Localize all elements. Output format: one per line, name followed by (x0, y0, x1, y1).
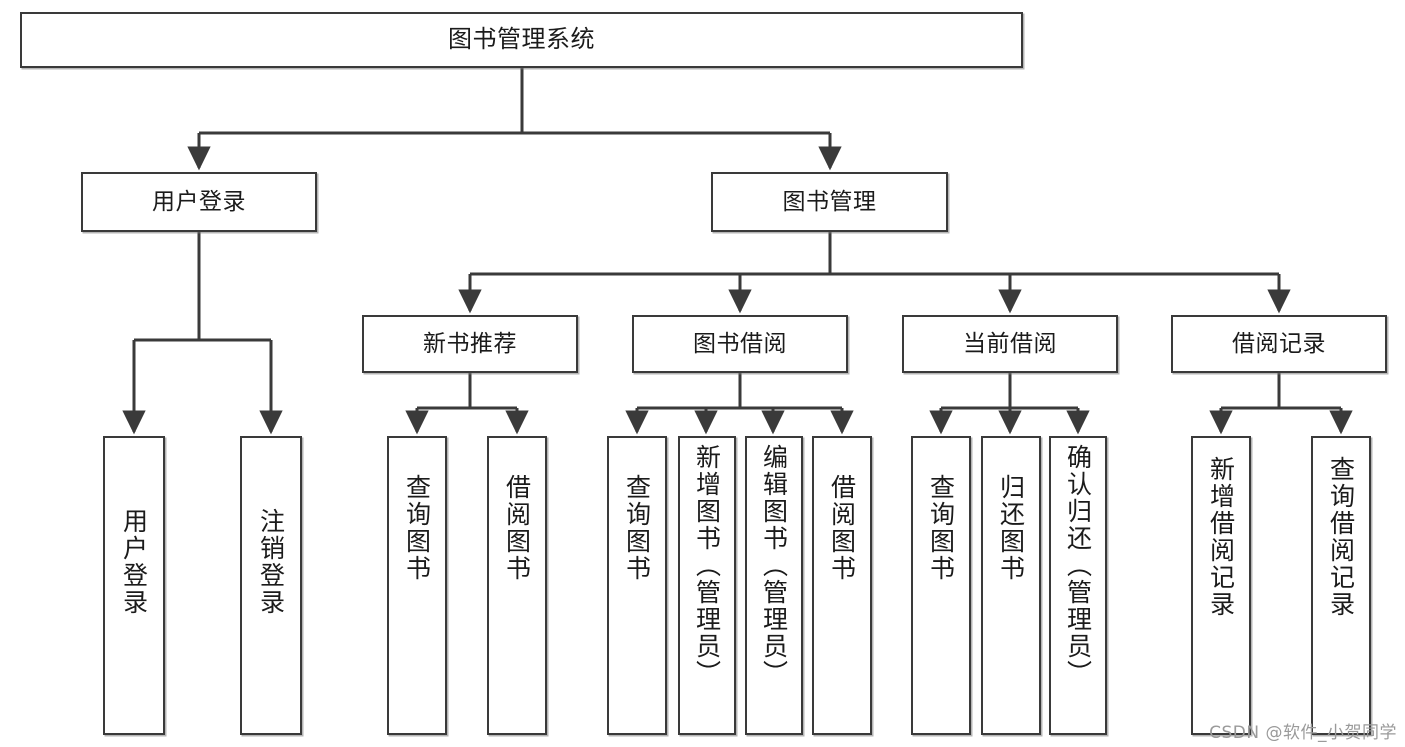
node-label: 当前借阅 (963, 330, 1057, 357)
node-leaf-add-borrow-record[interactable]: 新增借阅记录 (1191, 436, 1251, 735)
node-label: 新书推荐 (423, 330, 517, 357)
node-label: 查询图书 (622, 474, 652, 582)
node-leaf-confirm-return-admin[interactable]: 确认归还（管理员） (1049, 436, 1107, 735)
node-label: 注销登录 (256, 508, 286, 616)
node-book-management[interactable]: 图书管理 (711, 172, 948, 232)
node-leaf-query-book-borrow[interactable]: 查询图书 (607, 436, 667, 735)
node-label: 归还图书 (996, 474, 1026, 582)
node-leaf-logout[interactable]: 注销登录 (240, 436, 302, 735)
node-leaf-borrow-book[interactable]: 借阅图书 (812, 436, 872, 735)
node-leaf-edit-book-admin[interactable]: 编辑图书（管理员） (745, 436, 803, 735)
node-label: 用户登录 (119, 508, 149, 616)
node-label: 查询图书 (402, 474, 432, 582)
node-leaf-return-book[interactable]: 归还图书 (981, 436, 1041, 735)
node-label: 图书管理系统 (448, 25, 595, 54)
node-borrow-record[interactable]: 借阅记录 (1171, 315, 1387, 373)
node-label: 图书借阅 (693, 330, 787, 357)
node-label: 编辑图书（管理员） (759, 444, 789, 687)
node-label: 确认归还（管理员） (1063, 444, 1093, 687)
node-book-borrow[interactable]: 图书借阅 (632, 315, 848, 373)
node-label: 查询借阅记录 (1326, 456, 1356, 618)
node-leaf-query-borrow-record[interactable]: 查询借阅记录 (1311, 436, 1371, 735)
node-new-book-recommend[interactable]: 新书推荐 (362, 315, 578, 373)
node-user-login[interactable]: 用户登录 (81, 172, 317, 232)
node-label: 借阅记录 (1232, 330, 1326, 357)
node-current-borrow[interactable]: 当前借阅 (902, 315, 1118, 373)
node-label: 新增图书（管理员） (692, 444, 722, 687)
node-leaf-query-book-recommend[interactable]: 查询图书 (387, 436, 447, 735)
node-label: 图书管理 (782, 188, 877, 215)
node-label: 借阅图书 (827, 474, 857, 582)
node-label: 用户登录 (152, 188, 246, 215)
csdn-watermark: CSDN @软件_小贺同学 (1209, 723, 1397, 743)
node-root-system[interactable]: 图书管理系统 (20, 12, 1023, 68)
node-leaf-query-book-current[interactable]: 查询图书 (911, 436, 971, 735)
node-leaf-add-book-admin[interactable]: 新增图书（管理员） (678, 436, 736, 735)
node-label: 查询图书 (926, 474, 956, 582)
node-label: 借阅图书 (502, 474, 532, 582)
node-leaf-borrow-book-recommend[interactable]: 借阅图书 (487, 436, 547, 735)
node-leaf-user-login[interactable]: 用户登录 (103, 436, 165, 735)
node-label: 新增借阅记录 (1206, 456, 1236, 618)
